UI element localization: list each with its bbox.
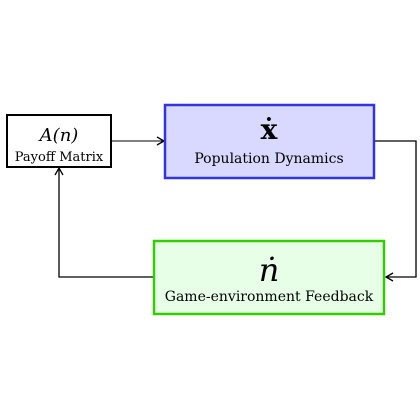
payoff-matrix-label: Payoff Matrix bbox=[15, 150, 104, 165]
node-game-environment-feedback: ṅ Game-environment Feedback bbox=[152, 239, 386, 316]
population-dynamics-label: Population Dynamics bbox=[194, 151, 343, 167]
edges bbox=[54, 136, 417, 282]
payoff-matrix-box bbox=[6, 114, 112, 168]
payoff-matrix-symbol: A(n) bbox=[38, 125, 79, 146]
feedback-label: Game-environment Feedback bbox=[165, 289, 374, 305]
node-payoff-matrix: A(n) Payoff Matrix bbox=[6, 114, 112, 168]
node-population-dynamics: ẋ Population Dynamics bbox=[163, 103, 376, 180]
edge-population-to-feedback bbox=[374, 140, 417, 282]
feedback-symbol: ṅ bbox=[259, 251, 280, 289]
population-dynamics-symbol: ẋ bbox=[261, 113, 278, 146]
population-dynamics-box bbox=[163, 103, 376, 180]
feedback-box bbox=[152, 239, 386, 316]
edge-feedback-to-payoff bbox=[54, 166, 154, 278]
